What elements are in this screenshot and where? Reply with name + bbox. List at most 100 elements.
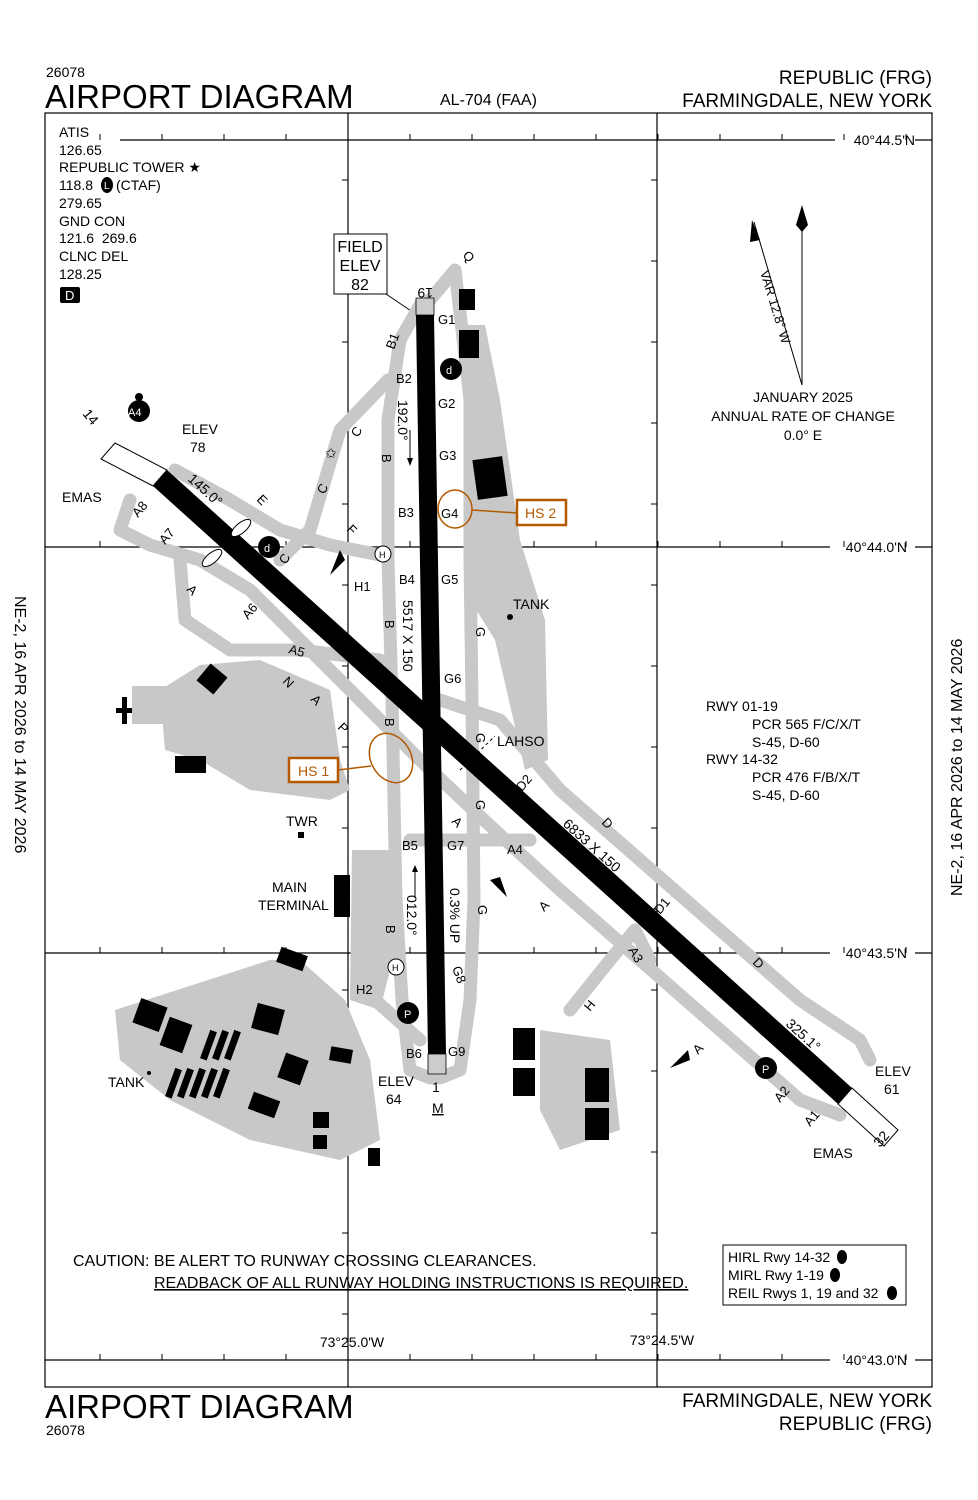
taxiway-label: B6 [406, 1046, 422, 1061]
taxiway-label: G7 [447, 838, 464, 853]
taxiway-label: A [449, 814, 466, 831]
taxiway-label: G3 [439, 448, 456, 463]
tank-icon [507, 614, 513, 620]
hangar [224, 1029, 241, 1061]
taxiway-label: G [473, 800, 488, 810]
windcone-icon [490, 877, 507, 897]
taxiway-label: Q [460, 248, 478, 266]
taxiway-label: G8 [449, 964, 469, 985]
hot-spot-2[interactable]: HS 2 [437, 489, 568, 529]
hold-position-icon [201, 548, 223, 568]
svg-text:H: H [379, 550, 386, 560]
elev-label: ELEV [378, 1073, 414, 1089]
taxiway-label: B [379, 454, 394, 463]
helipad-icon: H [374, 545, 392, 563]
chart-number: 26078 [46, 64, 85, 80]
runway-01-19 [415, 297, 447, 1075]
heading-012: 012.0° [404, 895, 420, 936]
taxiway-m-label: M [432, 1100, 444, 1116]
emas-label: EMAS [62, 489, 102, 505]
lighting-legend: HIRL Rwy 14-32 MIRL Rwy 1-19 REIL Rwys 1… [722, 1244, 907, 1306]
runway-info-line: PCR 476 F/B/X/T [752, 769, 861, 785]
tank-label: TANK [108, 1074, 145, 1090]
helipad-icon: H [387, 958, 405, 976]
lat-label: 40°44.0'N [846, 539, 907, 555]
taxiway-label: G5 [441, 572, 458, 587]
beacon-icon: ✩ [325, 445, 337, 461]
tower-label: TWR [286, 813, 318, 829]
taxiway-label: A4 [507, 842, 523, 857]
lat-label: 40°43.0'N [846, 1352, 907, 1368]
procedure-id: AL-704 (FAA) [440, 92, 537, 109]
hangar [212, 1029, 229, 1061]
chart-title: AIRPORT DIAGRAM [45, 78, 354, 115]
heading-192: 192.0° [395, 400, 411, 441]
a4-label: A4 [128, 407, 141, 419]
runway-info-line: PCR 565 F/C/X/T [752, 716, 861, 732]
taxiway-label: G [473, 733, 488, 743]
terminal-label: TERMINAL [258, 897, 329, 913]
tank-icon [147, 1071, 151, 1075]
comm-line: CLNC DEL [59, 248, 128, 264]
runway-info-line: RWY 01-19 [706, 698, 778, 714]
hold-position-icon [230, 518, 252, 538]
runway-info-line: S-45, D-60 [752, 787, 820, 803]
runway-info-line: S-45, D-60 [752, 734, 820, 750]
variation-label: VAR 12.8° W [757, 268, 794, 346]
taxiway-label: G1 [438, 312, 455, 327]
footer-city: FARMINGDALE, NEW YORK [682, 1391, 932, 1412]
footer-title: AIRPORT DIAGRAM [45, 1388, 354, 1425]
taxiway-label: A5 [287, 641, 306, 660]
svg-text:P: P [762, 1064, 769, 1076]
lighting-badge-icon [101, 177, 113, 193]
svg-text:d: d [264, 543, 270, 555]
city-name: FARMINGDALE, NEW YORK [682, 91, 932, 112]
fuel-icon: d [440, 358, 462, 380]
taxiway-label: G2 [438, 396, 455, 411]
taxiway-label: B [382, 718, 397, 727]
parking-icon: P [755, 1057, 777, 1079]
communications: ATIS 126.65 REPUBLIC TOWER ★ 118.8 L (CT… [59, 124, 201, 303]
comm-line: GND CON [59, 213, 125, 229]
lat-label: 40°43.5'N [846, 945, 907, 961]
buildings [116, 289, 609, 1166]
emas-label: EMAS [813, 1145, 853, 1161]
taxiway-label: H2 [356, 982, 373, 997]
comm-line: 118.8 [59, 177, 93, 193]
variation-date: JANUARY 2025 [753, 389, 853, 405]
svg-text:P: P [404, 1009, 411, 1021]
lat-label: 40°44.5'N [854, 132, 915, 148]
taxiway-label: A3 [625, 944, 646, 965]
fuel-icon: d [258, 536, 280, 558]
lon-label: 73°25.0'W [320, 1334, 385, 1350]
hangar [189, 1067, 206, 1099]
hot-spot-1[interactable]: HS 1 [287, 725, 421, 790]
variation-rate-label: ANNUAL RATE OF CHANGE [711, 408, 895, 424]
elev-label: ELEV [875, 1063, 911, 1079]
lighting-line: HIRL Rwy 14-32 [728, 1249, 830, 1265]
elev-value: 64 [386, 1091, 402, 1107]
variation-rate: 0.0° E [784, 427, 822, 443]
taxiway-label: F [344, 522, 360, 538]
runway-end-14: 14 [80, 406, 102, 428]
terminal-label: MAIN [272, 879, 307, 895]
taxiway-label: B4 [399, 572, 415, 587]
taxiway-label: G9 [448, 1044, 465, 1059]
magnetic-north-icon [750, 220, 760, 242]
taxiway-label: B [383, 925, 398, 934]
caution-line: CAUTION: BE ALERT TO RUNWAY CROSSING CLE… [73, 1253, 537, 1270]
elev-value: 61 [884, 1081, 900, 1097]
taxiway-label: A [690, 1040, 707, 1057]
footer-chart-number: 26078 [46, 1422, 85, 1438]
lahso-line [459, 735, 496, 771]
effective-dates-left: NE-2, 16 APR 2026 to 14 MAY 2026 [11, 596, 28, 853]
taxiway-label: A [536, 897, 553, 914]
taxiway-label: G6 [444, 671, 461, 686]
effective-dates-right: NE-2, 16 APR 2026 to 14 MAY 2026 [949, 639, 966, 896]
field-elev-label: FIELD [337, 239, 382, 256]
windcone-icon [670, 1050, 690, 1068]
north-arrow-icon [796, 205, 808, 232]
field-elevation: FIELD ELEV 82 [333, 233, 421, 318]
lighting-badge: L [104, 181, 110, 192]
